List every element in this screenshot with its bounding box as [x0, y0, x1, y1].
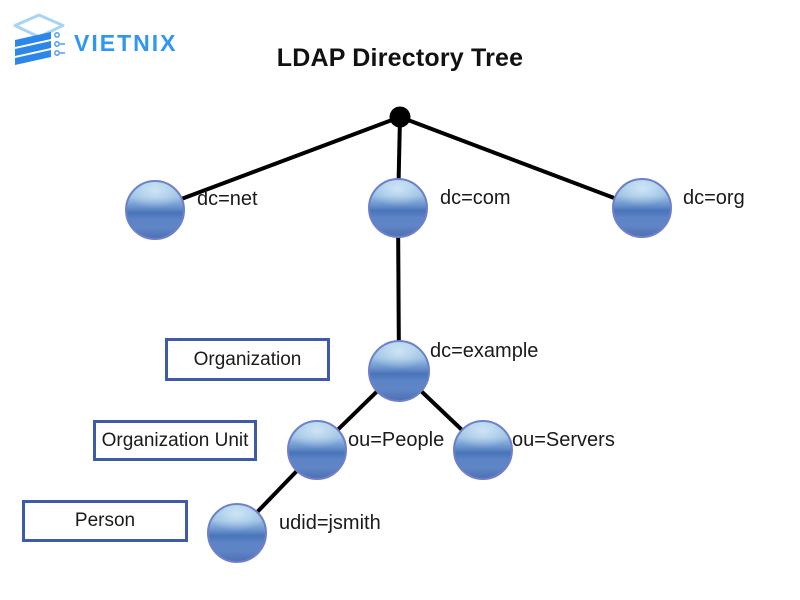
root-node [389, 106, 411, 128]
node-label-dc-com: dc=com [440, 187, 511, 209]
node-udid-jsmith [207, 503, 267, 563]
edge-root-dc-org [398, 115, 640, 209]
node-label-ou-people: ou=People [348, 429, 445, 451]
node-ou-people [287, 420, 347, 480]
layer-stack-icon [10, 12, 68, 75]
node-dc-net [125, 180, 185, 240]
node-label-dc-net: dc=net [197, 188, 258, 210]
node-label-dc-org: dc=org [683, 187, 745, 209]
node-dc-example [368, 340, 430, 402]
node-dc-com [368, 178, 428, 238]
edge-root-dc-net [158, 115, 402, 209]
node-ou-servers [453, 420, 513, 480]
page-title: LDAP Directory Tree [276, 44, 524, 72]
level-box-organization-unit: Organization Unit [93, 420, 257, 461]
level-box-person: Person [22, 500, 188, 542]
vietnix-logo-text: VIETNIX [74, 30, 178, 56]
node-label-ou-servers: ou=Servers [512, 429, 615, 451]
level-box-organization: Organization [165, 338, 330, 381]
node-label-udid-jsmith: udid=jsmith [279, 512, 381, 534]
node-label-dc-example: dc=example [430, 340, 539, 362]
level-box-person-label: Person [74, 510, 136, 531]
level-box-organization-label: Organization [193, 348, 302, 370]
level-box-organization-unit-label: Organization Unit [101, 429, 249, 451]
vietnix-logo: VIETNIX [10, 12, 177, 75]
node-dc-org [612, 178, 672, 238]
